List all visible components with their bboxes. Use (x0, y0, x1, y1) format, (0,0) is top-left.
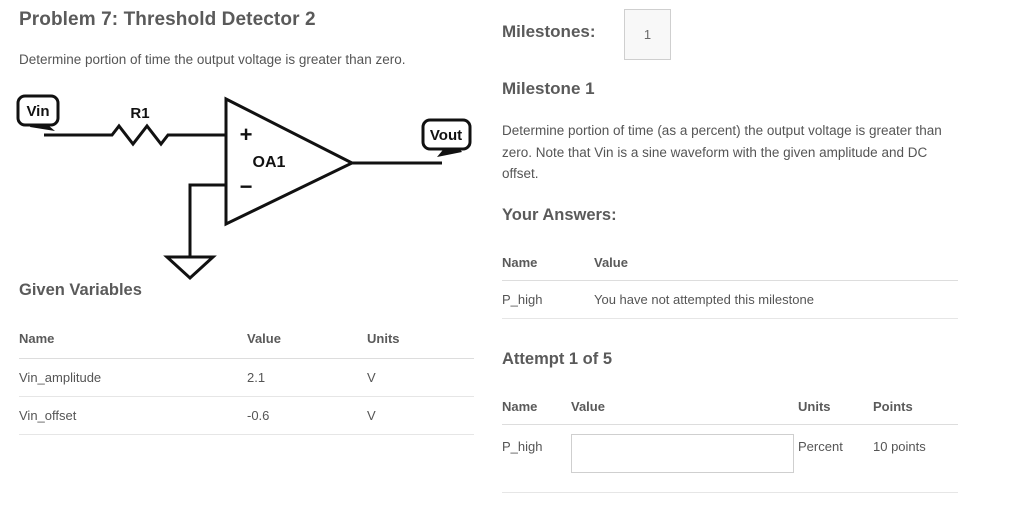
table-row: P_high Percent 10 points (502, 424, 958, 493)
your-answers-heading: Your Answers: (502, 206, 617, 224)
vin-label-text: Vin (26, 103, 49, 120)
table-row: Vin_offset -0.6 V (19, 396, 474, 435)
page-title: Problem 7: Threshold Detector 2 (19, 9, 316, 30)
milestone-tab-1-label: 1 (643, 27, 652, 42)
your-answers-table: Name Value P_high You have not attempted… (502, 255, 958, 319)
circuit-diagram: Vin R1 + − OA1 Vout (16, 94, 472, 281)
opamp-oa1: + − OA1 (224, 96, 356, 227)
table-header-row: Name Value (502, 255, 958, 281)
attempt-value-cell (571, 424, 798, 493)
column-header-points: Points (873, 399, 958, 425)
resistor-label-text: R1 (130, 105, 149, 122)
variable-name: Vin_amplitude (19, 358, 247, 397)
attempt-heading: Attempt 1 of 5 (502, 350, 613, 368)
column-header-value: Value (571, 399, 798, 425)
variable-value: -0.6 (247, 396, 367, 435)
column-header-units: Units (798, 399, 873, 425)
answer-name: P_high (502, 280, 594, 319)
ground-symbol-icon (163, 255, 217, 281)
opamp-label-text: OA1 (253, 154, 286, 171)
column-header-units: Units (367, 331, 474, 359)
column-header-name: Name (502, 399, 571, 425)
column-header-value: Value (247, 331, 367, 359)
attempt-name: P_high (502, 424, 571, 493)
variable-value: 2.1 (247, 358, 367, 397)
problem-description: Determine portion of time the output vol… (19, 52, 406, 67)
given-variables-table: Name Value Units Vin_amplitude 2.1 V Vin… (19, 331, 474, 435)
milestone-heading: Milestone 1 (502, 79, 595, 98)
milestone-description: Determine portion of time (as a percent)… (502, 123, 942, 181)
milestone-tab-1[interactable]: 1 (624, 9, 671, 60)
given-variables-heading: Given Variables (19, 281, 142, 299)
vin-source-label: Vin (16, 94, 60, 131)
vout-label-text: Vout (430, 127, 462, 144)
vout-label: Vout (421, 118, 472, 157)
table-header-row: Name Value Units (19, 331, 474, 359)
opamp-plus-input-icon: + (240, 122, 253, 147)
attempt-table: Name Value Units Points P_high Percent 1… (502, 399, 958, 493)
milestones-label: Milestones: (502, 22, 596, 41)
problem-panel: Problem 7: Threshold Detector 2 Determin… (0, 0, 500, 515)
table-header-row: Name Value Units Points (502, 399, 958, 425)
variable-name: Vin_offset (19, 396, 247, 435)
attempt-units: Percent (798, 424, 873, 493)
resistor-r1: R1 (62, 105, 226, 147)
table-row: P_high You have not attempted this miles… (502, 280, 958, 319)
answer-input-p-high[interactable] (571, 434, 794, 473)
column-header-value: Value (594, 255, 958, 281)
variable-units: V (367, 396, 474, 435)
column-header-name: Name (19, 331, 247, 359)
answer-value: You have not attempted this milestone (594, 280, 958, 319)
column-header-name: Name (502, 255, 594, 281)
attempt-points: 10 points (873, 424, 958, 493)
variable-units: V (367, 358, 474, 397)
opamp-minus-input-icon: − (240, 174, 253, 199)
table-row: Vin_amplitude 2.1 V (19, 358, 474, 397)
